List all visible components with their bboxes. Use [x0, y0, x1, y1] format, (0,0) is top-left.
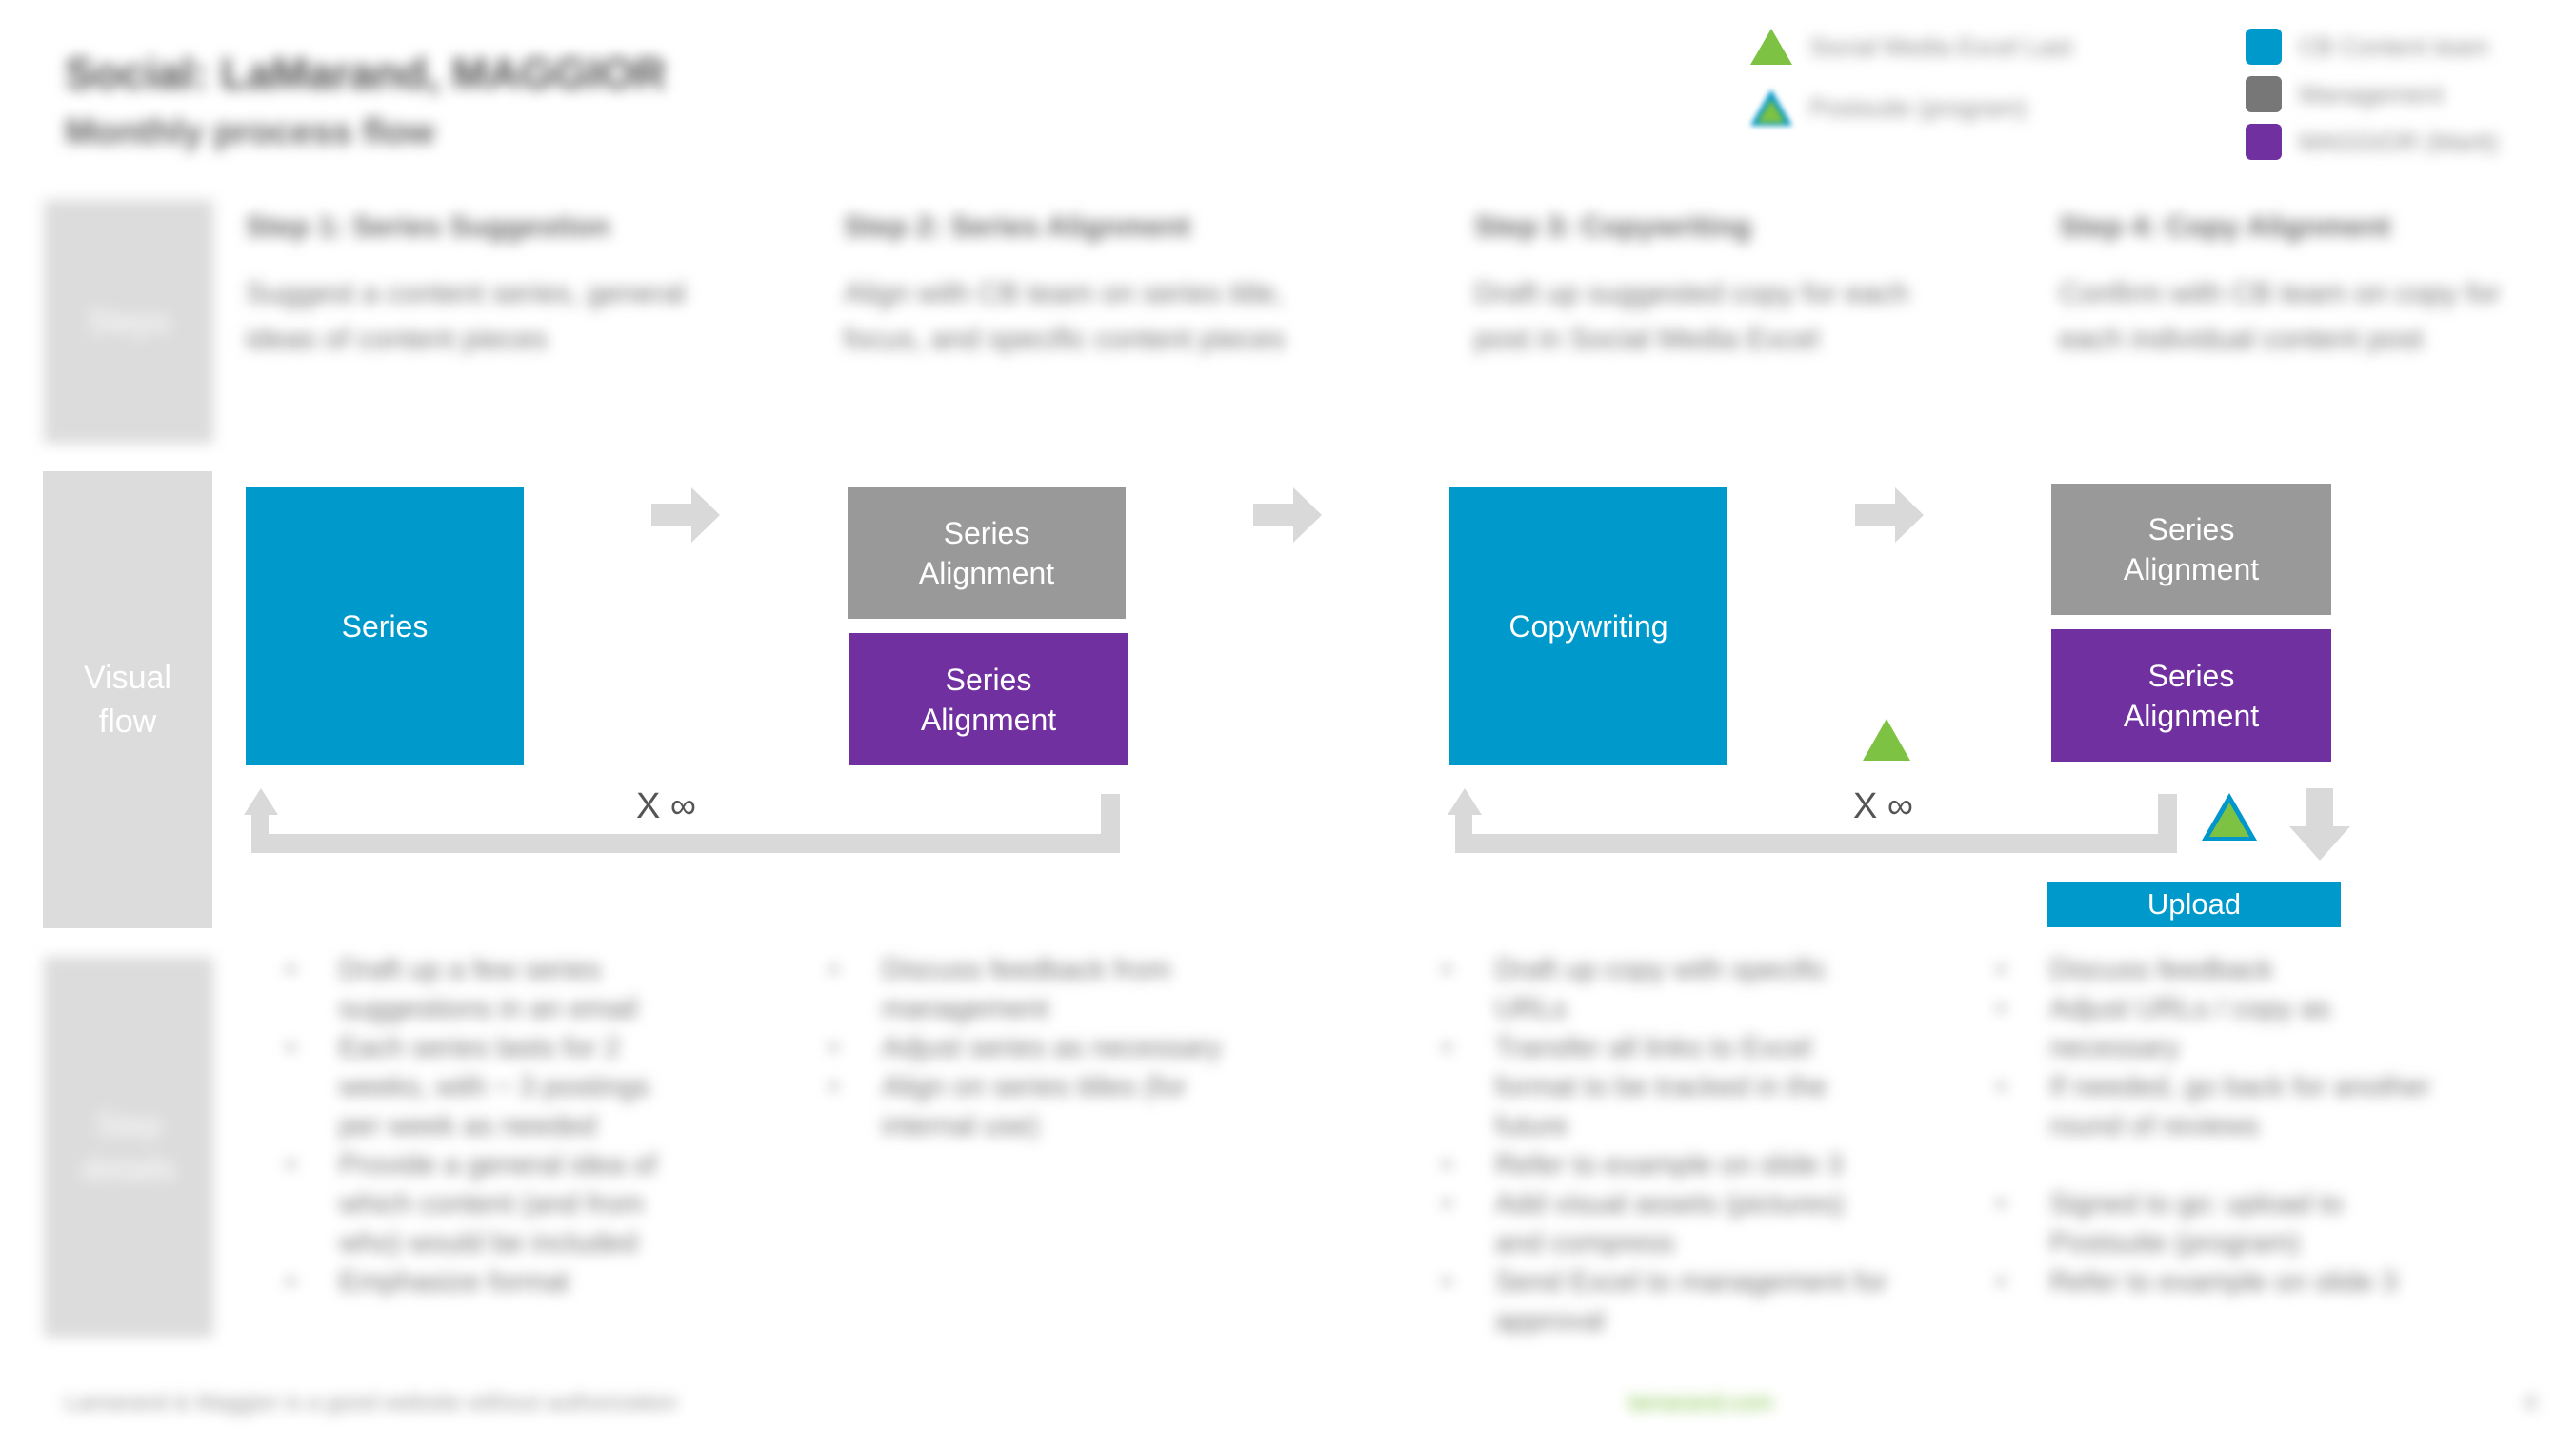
step-1-details: Draft up a few series suggestions in an …: [286, 950, 667, 1301]
upload-bar: Upload: [2047, 882, 2341, 927]
green-triangle-icon: [1863, 719, 1910, 761]
box-label: Series Alignment: [920, 662, 1057, 737]
step-description: Suggest a content series, general ideas …: [246, 276, 686, 355]
box-label: Copywriting: [1508, 609, 1668, 644]
legend-colors: CB Content team Management MAGGIOR (Mart…: [2246, 29, 2498, 160]
list-item: Each series lasts for 2 weeks, with ~ 3 …: [286, 1028, 667, 1145]
arrow-right-icon: [1253, 487, 1322, 543]
list-item: Add visual assets (pictures) and compres…: [1442, 1184, 1889, 1262]
green-triangle-icon: [1750, 29, 1792, 65]
legend-item: MAGGIOR (Martt): [2246, 124, 2498, 160]
copywriting-box: Copywriting: [1449, 487, 1727, 765]
list-item: Signed to go: upload to Postsuite (progr…: [1996, 1184, 2453, 1262]
feedback-loop-arrow: [1448, 788, 2177, 853]
repeat-indicator: X ∞: [1853, 786, 1913, 826]
feedback-loop-arrow: [244, 788, 1120, 853]
purple-square-icon: [2246, 124, 2282, 160]
arrow-down-icon: [2289, 788, 2350, 861]
step-3-header: Step 3: Copywriting Draft up suggested c…: [1474, 209, 1950, 362]
box-label: Series Alignment: [918, 516, 1055, 590]
series-alignment-management-box: Series Alignment: [848, 487, 1126, 619]
list-item: Adjust series as necessary: [829, 1028, 1228, 1067]
page-subtitle: Monthly process flow: [65, 112, 435, 152]
box-label: Series Alignment: [2123, 658, 2260, 733]
outlined-triangle-icon: [2202, 793, 2257, 841]
step-1-header: Step 1: Series Suggestion Suggest a cont…: [246, 209, 703, 362]
row-label-steps: Steps: [44, 200, 213, 444]
series-alignment-client-box: Series Alignment: [849, 633, 1128, 765]
copy-alignment-client-box: Series Alignment: [2051, 629, 2331, 762]
upload-label: Upload: [2147, 887, 2242, 921]
legend-item: Postsuite (program): [1750, 89, 2072, 126]
list-item: Refer to example on slide 3: [1996, 1262, 2453, 1301]
legend-label: Postsuite (program): [1809, 92, 2027, 122]
legend-item: Social Media Excel Last: [1750, 29, 2072, 65]
legend-label: Social Media Excel Last: [1809, 31, 2073, 61]
legend-label: MAGGIOR (Martt): [2299, 127, 2499, 156]
copy-alignment-management-box: Series Alignment: [2051, 484, 2331, 615]
outlined-triangle-icon: [1750, 89, 1792, 126]
list-item: Provide a general idea of which content …: [286, 1145, 667, 1262]
row-label-visual-flow: Visual flow: [43, 471, 212, 928]
step-4-details: Discuss feedback Adjust URLs / copy as n…: [1996, 950, 2453, 1301]
row-label-text: Step details: [81, 1107, 176, 1187]
row-label-details: Step details: [44, 957, 213, 1338]
row-label-text: Visual flow: [84, 660, 171, 740]
footer-website: lamarand.com: [1628, 1390, 1774, 1416]
arrow-right-icon: [1855, 487, 1924, 543]
step-2-header: Step 2: Series Alignment Align with CB t…: [844, 209, 1320, 362]
list-item: Send Excel to management for approval: [1442, 1262, 1889, 1340]
list-item: Align on series titles (for internal use…: [829, 1067, 1228, 1145]
arrow-right-icon: [651, 487, 720, 543]
step-2-details: Discuss feedback from management Adjust …: [829, 950, 1228, 1145]
step-title: Step 2: Series Alignment: [844, 209, 1191, 243]
step-description: Draft up suggested copy for each post in…: [1474, 276, 1909, 355]
list-item: Discuss feedback from management: [829, 950, 1228, 1028]
gray-square-icon: [2246, 76, 2282, 112]
legend-item: CB Content team: [2246, 29, 2498, 65]
row-label-text: Steps: [87, 304, 170, 340]
list-item: If needed, go back for another round of …: [1996, 1067, 2453, 1145]
list-item: Refer to example on slide 3: [1442, 1145, 1889, 1184]
legend-label: CB Content team: [2299, 31, 2489, 61]
list-item: Draft up a few series suggestions in an …: [286, 950, 667, 1028]
box-label: Series: [341, 609, 429, 644]
footer-disclaimer: Lamarand & Maggior is a good website wit…: [65, 1390, 678, 1416]
list-item: Emphasize format: [286, 1262, 667, 1301]
step-title: Step 3: Copywriting: [1474, 209, 1752, 243]
step-description: Align with CB team on series title, focu…: [844, 276, 1286, 355]
legend: Social Media Excel Last Postsuite (progr…: [1750, 29, 2072, 126]
list-item: Adjust URLs / copy as necessary: [1996, 989, 2453, 1067]
legend-label: Management: [2299, 79, 2444, 109]
page-number: 4: [2524, 1390, 2537, 1416]
step-3-details: Draft up copy with specific URLs Transfe…: [1442, 950, 1889, 1340]
legend-item: Management: [2246, 76, 2498, 112]
page-title: Social: LaMarand, MAGGIOR: [65, 49, 667, 98]
list-item: Discuss feedback: [1996, 950, 2453, 989]
box-label: Series Alignment: [2123, 512, 2260, 586]
list-item: Draft up copy with specific URLs: [1442, 950, 1889, 1028]
step-title: Step 4: Copy Alignment: [2059, 209, 2391, 243]
step-title: Step 1: Series Suggestion: [246, 209, 610, 243]
series-box: Series: [246, 487, 524, 765]
blue-square-icon: [2246, 29, 2282, 65]
step-description: Confirm with CB team on copy for each in…: [2059, 276, 2501, 355]
list-item: Transfer all links to Excel format to be…: [1442, 1028, 1889, 1145]
repeat-indicator: X ∞: [636, 786, 696, 826]
step-4-header: Step 4: Copy Alignment Confirm with CB t…: [2059, 209, 2535, 362]
